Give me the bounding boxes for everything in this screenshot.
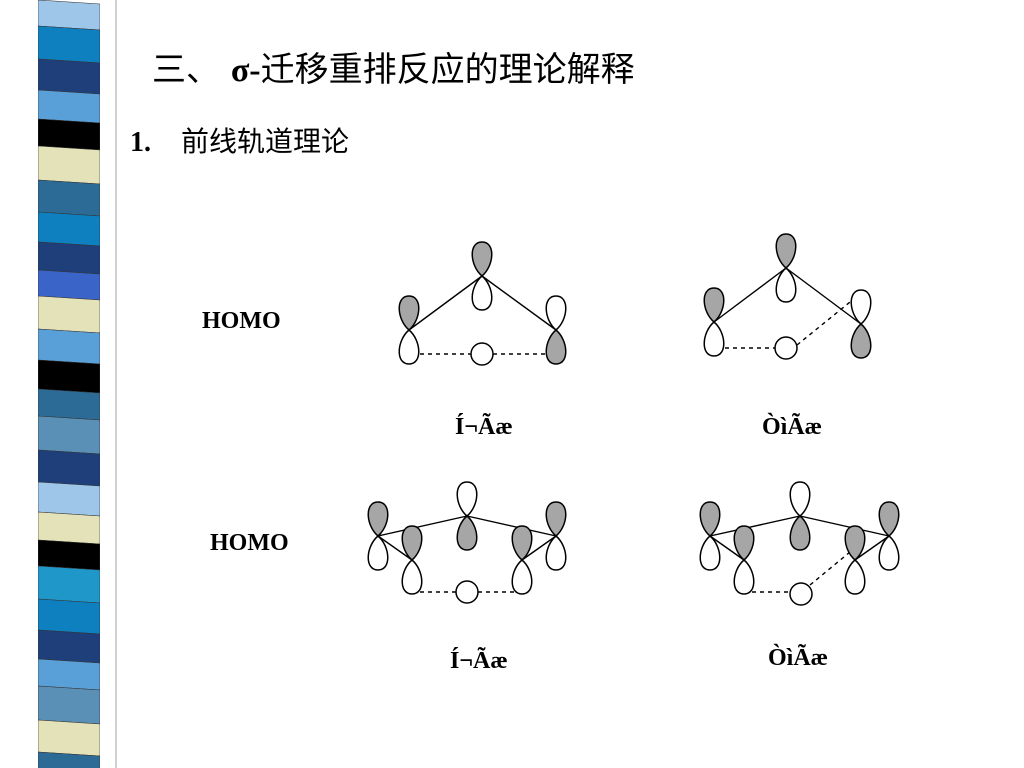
s-orbital — [774, 336, 798, 360]
p-orbital-right-bottom-lobe — [545, 329, 567, 365]
decorative-side-stripe — [0, 0, 120, 768]
p-orbital-outer-right-bottom-lobe — [545, 535, 567, 571]
p-orbital-inner-right-top-lobe — [511, 525, 533, 561]
bond-line — [709, 515, 801, 537]
p-orbital-inner-right-bottom-lobe — [844, 559, 866, 595]
caption-antarafacial-row2: ÒìÃæ — [768, 645, 828, 671]
bond-line — [799, 515, 890, 537]
p-orbital-left-bottom-lobe — [703, 321, 725, 357]
caption-suprafacial-row1: Í¬Ãæ — [455, 414, 513, 440]
p-orbital-right-top-lobe — [545, 295, 567, 331]
p-orbital-center-bottom-lobe — [471, 275, 493, 311]
p-orbital-outer-left-top-lobe — [699, 501, 721, 537]
bond-line — [785, 267, 862, 325]
s-orbital — [455, 580, 479, 604]
p-orbital-right-top-lobe — [850, 289, 872, 325]
caption-antarafacial-row1: ÒìÃæ — [762, 414, 822, 440]
p-orbital-left-bottom-lobe — [398, 329, 420, 365]
bond-line — [713, 267, 787, 323]
p-orbital-outer-left-top-lobe — [367, 501, 389, 537]
p-orbital-outer-left-bottom-lobe — [367, 535, 389, 571]
subtitle-number: 1. — [130, 127, 151, 158]
p-orbital-center-top-lobe — [456, 481, 478, 517]
bond-line — [377, 535, 413, 561]
p-orbital-center-bottom-lobe — [775, 267, 797, 303]
caption-suprafacial-row2: Í¬Ãæ — [450, 648, 508, 674]
p-orbital-inner-right-bottom-lobe — [511, 559, 533, 595]
stripe-band — [37, 751, 101, 768]
p-orbital-inner-left-top-lobe — [401, 525, 423, 561]
subtitle-text: 前线轨道理论 — [181, 125, 350, 158]
bond-line — [709, 535, 745, 561]
bond-line — [854, 535, 890, 561]
p-orbital-center-top-lobe — [471, 241, 493, 277]
bond-line — [521, 535, 557, 561]
stripe-margin — [0, 0, 38, 768]
p-orbital-outer-right-top-lobe — [545, 501, 567, 537]
slide-subtitle: 1. 前线轨道理论 — [130, 120, 349, 160]
dashed-overlap-line — [796, 297, 856, 346]
p-orbital-inner-left-top-lobe — [733, 525, 755, 561]
s-orbital — [470, 342, 494, 366]
p-orbital-outer-right-bottom-lobe — [878, 535, 900, 571]
title-text: 迁移重排反应的理论解释 — [260, 50, 635, 90]
p-orbital-inner-left-bottom-lobe — [401, 559, 423, 595]
p-orbital-center-bottom-lobe — [789, 515, 811, 551]
bond-line — [408, 275, 483, 331]
p-orbital-left-top-lobe — [703, 287, 725, 323]
p-orbital-outer-left-bottom-lobe — [699, 535, 721, 571]
p-orbital-inner-right-top-lobe — [844, 525, 866, 561]
section-number: 三、 — [152, 50, 220, 90]
p-orbital-inner-left-bottom-lobe — [733, 559, 755, 595]
p-orbital-center-bottom-lobe — [456, 515, 478, 551]
dashed-overlap-line — [809, 551, 851, 586]
homo-label-row2: HOMO — [210, 530, 289, 556]
title-sigma: σ- — [230, 52, 261, 89]
p-orbital-outer-right-top-lobe — [878, 501, 900, 537]
slide-title: 三、 σ-迁移重排反应的理论解释 — [152, 42, 635, 91]
homo-label-row1: HOMO — [202, 308, 281, 334]
p-orbital-center-top-lobe — [789, 481, 811, 517]
bond-line — [481, 275, 557, 331]
bond-line — [377, 515, 468, 537]
s-orbital — [789, 582, 813, 606]
p-orbital-right-bottom-lobe — [850, 323, 872, 359]
p-orbital-left-top-lobe — [398, 295, 420, 331]
p-orbital-center-top-lobe — [775, 233, 797, 269]
bond-line — [466, 515, 557, 537]
